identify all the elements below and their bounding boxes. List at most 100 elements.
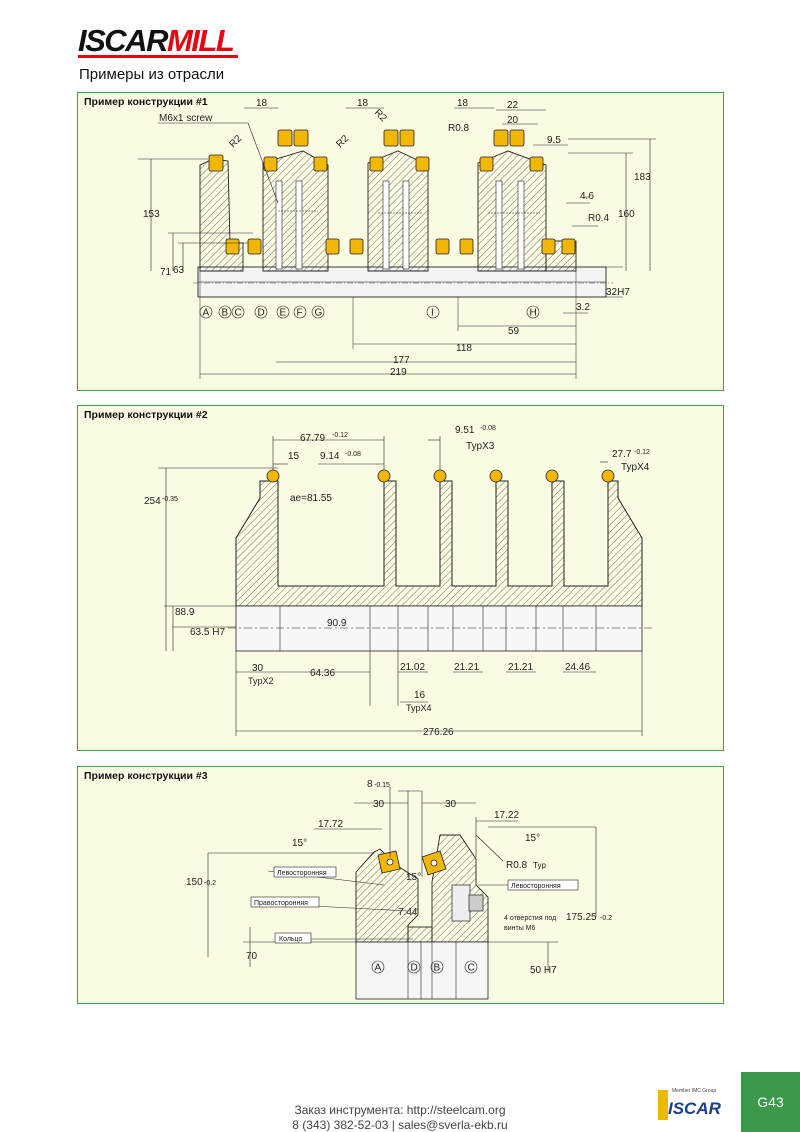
svg-text:G: G bbox=[315, 308, 323, 319]
dim-7-44: 7.44 bbox=[398, 907, 418, 918]
dim-4-6: 4.6 bbox=[580, 191, 594, 202]
typ-x4: TypX4 bbox=[621, 462, 650, 473]
radius-r2a: R2 bbox=[227, 133, 244, 150]
tol-254: -0.35 bbox=[162, 496, 178, 503]
inserts bbox=[208, 129, 576, 255]
logo-text-iscar: ISCAR bbox=[78, 23, 168, 58]
dim-219: 219 bbox=[390, 367, 407, 378]
example-1-drawing: 18 18 18 22 20 9.5 M6x1 screw R2 R2 R2 R… bbox=[138, 98, 656, 379]
label-right-hand: Правосторонняя bbox=[254, 900, 308, 907]
dim-21-02: 21.02 bbox=[400, 662, 425, 673]
logo-underline bbox=[78, 55, 238, 58]
dim-67-79: 67.79 bbox=[300, 433, 325, 444]
tol-9-51: -0.08 bbox=[480, 425, 496, 432]
svg-text:A: A bbox=[375, 963, 382, 974]
svg-text:E: E bbox=[280, 308, 287, 319]
dim-24-46: 24.46 bbox=[565, 662, 590, 673]
radius-r0-8: R0.8 bbox=[506, 860, 528, 871]
tol-8: -0.15 bbox=[374, 782, 390, 789]
svg-text:A: A bbox=[203, 308, 210, 319]
svg-text:C: C bbox=[235, 308, 242, 319]
dim-90-9: 90.9 bbox=[327, 618, 347, 629]
holes-label: 4 отверстия под bbox=[504, 915, 556, 922]
dim-18c: 18 bbox=[457, 98, 469, 109]
dim-254: 254 bbox=[144, 496, 161, 507]
label-left-hand: Левосторонняя bbox=[277, 870, 327, 877]
screws-label: винты M6 bbox=[504, 925, 536, 932]
dim-63: 63 bbox=[173, 265, 185, 276]
dim-3-2: 3.2 bbox=[576, 302, 590, 313]
dim-9-14: 9.14 bbox=[320, 451, 340, 462]
hub-bore bbox=[235, 605, 643, 652]
ae-value: ae=81.55 bbox=[290, 493, 332, 504]
cutter-group-3 bbox=[477, 150, 547, 272]
radius-r2b: R2 bbox=[334, 133, 351, 150]
dim-71: 71 bbox=[160, 267, 172, 278]
tol-175-25: -0.2 bbox=[600, 915, 612, 922]
radius-r0-8: R0.8 bbox=[448, 123, 470, 134]
radius-r2c: R2 bbox=[372, 107, 389, 124]
example-1-panel: Пример конструкции #1 bbox=[77, 92, 724, 391]
typ-x3: TypX3 bbox=[466, 441, 495, 452]
iscar-partner-logo: Member IMC Group ISCAR bbox=[658, 1088, 722, 1120]
dim-21-21b: 21.21 bbox=[508, 662, 533, 673]
dim-17-22: 17.22 bbox=[494, 810, 519, 821]
angle-15a: 15° bbox=[292, 838, 307, 849]
svg-text:D: D bbox=[411, 963, 418, 974]
dim-16: 16 bbox=[414, 690, 426, 701]
example-3-drawing: 8 -0.15 30 30 17.72 17.22 15° 15° 15° R0… bbox=[186, 779, 612, 1000]
dim-183: 183 bbox=[634, 172, 651, 183]
typ-label: Typ bbox=[533, 861, 546, 870]
tol-9-14: -0.08 bbox=[345, 451, 361, 458]
dim-17-72: 17.72 bbox=[318, 819, 343, 830]
dim-150: 150 bbox=[186, 877, 203, 888]
svg-text:I: I bbox=[431, 308, 434, 319]
footer-contact-line: 8 (343) 382-52-03 | sales@sverla-ekb.ru bbox=[292, 1118, 508, 1132]
dim-160: 160 bbox=[618, 209, 635, 220]
part-letters: A B C D E F G I H bbox=[199, 305, 540, 319]
dim-27-7: 27.7 bbox=[612, 449, 632, 460]
dim-118: 118 bbox=[456, 343, 472, 354]
svg-text:C: C bbox=[468, 963, 475, 974]
example-2-panel: Пример конструкции #2 bbox=[77, 405, 724, 751]
page-title: Примеры из отрасли bbox=[79, 66, 225, 83]
dim-59: 59 bbox=[508, 326, 520, 337]
label-ring: Кольцо bbox=[279, 936, 302, 943]
radius-r0-4: R0.4 bbox=[588, 213, 610, 224]
label-left-hand-2: Левосторонняя bbox=[511, 883, 561, 890]
svg-text:B: B bbox=[222, 308, 229, 319]
screw-label: M6x1 screw bbox=[159, 113, 213, 124]
example-1-title: Пример конструкции #1 bbox=[84, 96, 208, 108]
dim-18a: 18 bbox=[256, 98, 268, 109]
dim-50-h7: 50 H7 bbox=[530, 965, 557, 976]
dim-18b: 18 bbox=[357, 98, 369, 109]
dim-20: 20 bbox=[507, 115, 519, 126]
dim-21-21a: 21.21 bbox=[454, 662, 479, 673]
dim-70: 70 bbox=[246, 951, 258, 962]
dim-175-25: 175.25 bbox=[566, 912, 597, 923]
inserts bbox=[377, 850, 447, 876]
partner-caption: Member IMC Group bbox=[672, 1088, 716, 1094]
partner-name: ISCAR bbox=[668, 1099, 722, 1118]
example-2-drawing: 67.79 -0.12 9.51 -0.08 TypX3 15 9.14 -0.… bbox=[144, 425, 653, 738]
example-3-panel: Пример конструкции #3 bbox=[77, 766, 724, 1004]
example-2-title: Пример конструкции #2 bbox=[84, 409, 208, 421]
dim-9-5: 9.5 bbox=[547, 135, 561, 146]
svg-text:H: H bbox=[530, 308, 537, 319]
gang-cutter-body bbox=[235, 480, 643, 607]
svg-text:B: B bbox=[434, 963, 441, 974]
tol-27-7: -0.12 bbox=[634, 449, 650, 456]
dim-22: 22 bbox=[507, 100, 519, 111]
dim-30: 30 bbox=[252, 663, 264, 674]
page-number-tab: G43 bbox=[741, 1072, 800, 1132]
inserts bbox=[266, 469, 615, 483]
svg-text:D: D bbox=[258, 308, 265, 319]
dim-153: 153 bbox=[143, 209, 160, 220]
svg-text:F: F bbox=[297, 308, 303, 319]
typ-x4-b: TypX4 bbox=[406, 703, 432, 713]
dim-9-51: 9.51 bbox=[455, 425, 475, 436]
part-letters: A D B C bbox=[371, 960, 478, 974]
dim-32h7: 32H7 bbox=[606, 287, 630, 298]
dim-276-26: 276.26 bbox=[423, 727, 454, 738]
